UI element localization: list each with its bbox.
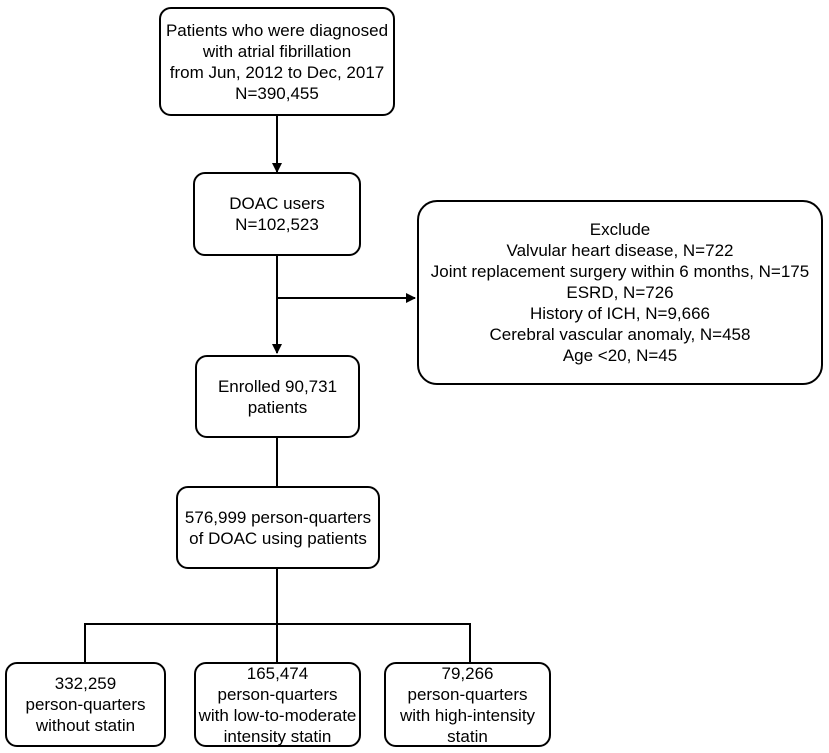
box-text-line: with high-intensity	[399, 705, 536, 725]
box-text-line: DOAC users	[229, 194, 325, 213]
box-exclusion-criteria: Exclude Valvular heart disease, N=722 Jo…	[417, 200, 823, 385]
box-text-line: with low-to-moderate	[198, 705, 357, 725]
box-text-line: 165,474	[246, 663, 309, 683]
box-text-line: from Jun, 2012 to Dec, 2017	[169, 62, 385, 82]
box-text-line: N=390,455	[235, 83, 319, 103]
box-text-line: statin	[447, 726, 488, 746]
box-doac-users: DOAC users N=102,523	[193, 172, 361, 256]
box-text-line: person-quarters	[407, 684, 528, 704]
box-text-line: with atrial fibrillation	[202, 41, 352, 61]
box-text-line: patients	[247, 397, 308, 417]
box-text-line: Patients who were diagnosed	[165, 20, 389, 40]
box-text-line: Exclude	[589, 220, 651, 239]
box-text-line: Cerebral vascular anomaly, N=458	[489, 325, 751, 344]
box-text-line: Joint replacement surgery within 6 month…	[430, 262, 810, 281]
box-text-line: History of ICH, N=9,666	[530, 304, 710, 323]
box-text-line: person-quarters	[217, 684, 338, 704]
box-text-line: Age <20, N=45	[562, 346, 678, 365]
box-text-line: of DOAC using patients	[189, 528, 367, 548]
box-text-line: N=102,523	[235, 215, 319, 234]
box-diagnosed-patients: Patients who were diagnosed with atrial …	[159, 7, 395, 116]
box-text-line: 79,266	[441, 663, 494, 683]
box-text-line: Valvular heart disease, N=722	[506, 241, 734, 260]
box-person-quarters: 576,999 person-quarters of DOAC using pa…	[176, 486, 380, 569]
box-high-intensity-statin: 79,266 person-quarters with high-intensi…	[384, 662, 551, 747]
box-text-line: Enrolled 90,731	[217, 376, 338, 396]
box-text-line: person-quarters	[25, 695, 146, 714]
box-text-line: 576,999 person-quarters	[184, 507, 372, 527]
box-text-line: without statin	[35, 716, 136, 735]
box-low-to-moderate-statin: 165,474 person-quarters with low-to-mode…	[194, 662, 361, 747]
box-text-line: ESRD, N=726	[566, 283, 674, 302]
box-text-line: intensity statin	[223, 726, 332, 746]
box-enrolled-patients: Enrolled 90,731 patients	[195, 355, 360, 438]
box-without-statin: 332,259 person-quarters without statin	[5, 662, 166, 747]
box-text-line: 332,259	[54, 674, 117, 693]
